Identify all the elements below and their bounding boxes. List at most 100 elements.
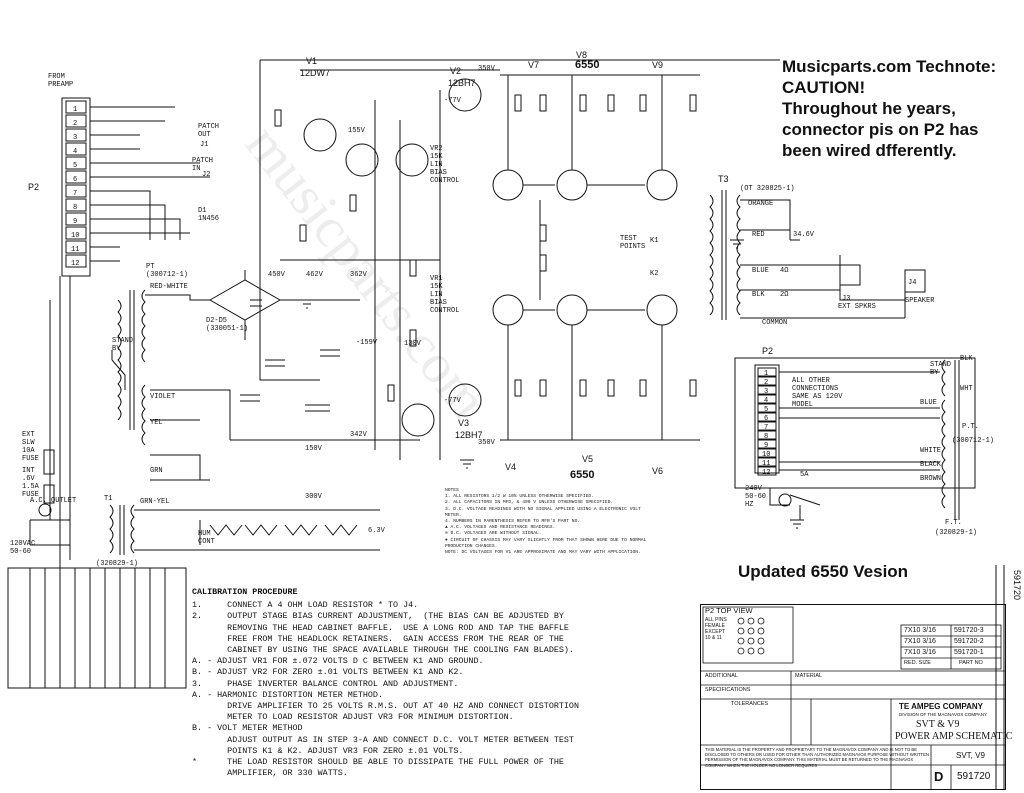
calibration-line: CABINET BY USING THE SPACE AVAILABLE THR…: [192, 645, 574, 656]
part-no-header: PART NO: [959, 660, 983, 666]
part-row-2: 591720-2: [954, 638, 984, 645]
v1-name: V1: [306, 56, 317, 66]
svg-text:9: 9: [73, 218, 77, 226]
svg-text:J1: J1: [200, 141, 208, 149]
t3-label: T3: [718, 174, 729, 184]
tolerances-label: TOLERANCES: [731, 701, 769, 707]
svg-text:10: 10: [71, 232, 79, 240]
p2-pin-boxes: [65, 100, 87, 268]
v1-tube-symbol: [303, 118, 337, 152]
svg-text:10: 10: [762, 451, 770, 459]
calibration-line: AMPLIFIER, OR 330 WATTS.: [192, 768, 348, 779]
wire-blue: BLUE: [752, 267, 769, 275]
calibration-procedure: CALIBRATION PROCEDURE 1. CONNECT A 4 OHM…: [192, 587, 712, 779]
j4-label: J4: [908, 279, 916, 287]
title-block: P2 TOP VIEW ALL PINS FEMALE EXCEPT 10 & …: [700, 604, 1012, 790]
voltage-130: 130V: [404, 340, 422, 348]
standby-switch: [111, 350, 126, 390]
svg-text:4: 4: [73, 148, 77, 156]
wire-grn-yel: GRN-YEL: [140, 498, 169, 506]
svg-text:5: 5: [764, 406, 768, 414]
calibration-line: ADJUST OUTPUT AS IN STEP 3-A AND CONNECT…: [192, 734, 574, 745]
p2-alt-pins: [757, 367, 777, 476]
technote-line-4: connector pis on P2 has: [782, 120, 979, 139]
calibration-line: 3. PHASE INVERTER BALANCE CONTROL AND AD…: [192, 678, 459, 689]
v2-type: 12BH7: [448, 78, 476, 88]
bottom-bank-type: 6550: [570, 469, 594, 481]
svg-text:11: 11: [762, 460, 770, 468]
technote-line-5: been wired dfferently.: [782, 141, 957, 160]
v4-label: V4: [505, 462, 516, 472]
technote-caution: Musicparts.com Technote: CAUTION! Throug…: [782, 56, 1022, 161]
k1-label: K1: [650, 237, 658, 245]
calibration-line: METER TO LOAD RESISTOR ADJUST VR3 FOR MI…: [192, 712, 514, 723]
voltage-155: 155V: [348, 127, 366, 135]
p2-alt-fuse: 5A: [800, 471, 809, 479]
svg-text:11: 11: [71, 246, 79, 254]
speaker-label: SPEAKER: [905, 297, 935, 305]
specifications-label: SPECIFICATIONS: [705, 687, 751, 693]
svg-text:J2: J2: [202, 171, 210, 179]
calibration-line: REMOVING THE HEAD CABINET BAFFLE. USE A …: [192, 622, 569, 633]
svg-text:4: 4: [764, 397, 768, 405]
svg-text:2: 2: [764, 379, 768, 387]
voltage-346: 34.6V: [793, 231, 815, 239]
note-line: 4. NUMBERS IN PARENTHESIS REFER TO MFR'S…: [445, 519, 581, 525]
voltage-350-bot: 350V: [478, 439, 496, 447]
svg-text:1: 1: [73, 106, 77, 114]
p2-alt-ft: F.T.: [945, 519, 962, 527]
v3-tube-symbol: [448, 383, 482, 417]
calibration-line: 1. CONNECT A 4 OHM LOAD RESISTOR * TO J4…: [192, 600, 419, 611]
wire-common: COMMON: [762, 319, 787, 327]
p2-alt-pt-part: (300712-1): [952, 437, 994, 445]
svg-text:6: 6: [73, 176, 77, 184]
tap-2ohm: 2Ω: [780, 291, 788, 299]
notes-title: NOTES: [445, 488, 459, 493]
voltage-350-top: 350V: [478, 65, 496, 73]
p2-alt-wht: WHT: [960, 385, 973, 393]
patch-in-label: PATCH: [192, 157, 213, 165]
heater-string: [209, 524, 358, 536]
part-row-1: 591720-1: [954, 649, 984, 656]
calibration-line: A. - HARMONIC DISTORTION METER METHOD.: [192, 689, 383, 700]
p2-alt-ft-part: (320829-1): [935, 529, 977, 537]
svg-text:3: 3: [73, 134, 77, 142]
drawing-title-2: POWER AMP SCHEMATIC: [895, 731, 1013, 742]
t3-part: (OT 320825-1): [740, 185, 795, 193]
p2-alt-frame: [734, 357, 976, 489]
filter-capacitors: [240, 299, 340, 412]
note-line: ● CIRCUIT OF CHASSIS MAY VARY SLIGHTLY F…: [445, 537, 647, 543]
v3-type: 12BH7: [455, 430, 483, 440]
calibration-line: FREE FROM THE HEADLOCK RETAINERS. GAIN A…: [192, 633, 564, 644]
voltage-150: 150V: [305, 445, 323, 453]
ext-spkrs-label: EXT SPKRS: [838, 303, 876, 311]
drawing-number: 591720: [957, 771, 991, 782]
v6-label: V6: [652, 466, 663, 476]
svg-text:8: 8: [73, 204, 77, 212]
t1-label: T1: [104, 495, 112, 503]
model-label: SVT, V9: [956, 751, 985, 760]
voltage-342: 342V: [350, 431, 368, 439]
voltage-300: 300V: [305, 493, 323, 501]
note-line: 2. ALL CAPACITORS IN MFD, & 400 V UNLESS…: [445, 500, 614, 506]
size-row-1: 7X10 3/16: [904, 649, 936, 656]
voltage-462: 462V: [306, 271, 324, 279]
calibration-line: DRIVE AMPLIFIER TO 25 VOLTS R.M.S. OUT A…: [192, 701, 579, 712]
p2-alt-blk: BLK: [960, 355, 973, 363]
svg-text:8: 8: [764, 433, 768, 441]
v3-name: V3: [458, 418, 469, 428]
resistor-banks: [274, 94, 697, 402]
svg-text:12: 12: [71, 260, 79, 268]
material-label: MATERIAL: [795, 673, 823, 679]
p2-alt-black: BLACK: [920, 461, 942, 469]
side-drawing-number: 591720: [1012, 570, 1022, 601]
wire-yel: YEL: [150, 419, 163, 427]
calibration-line: B. - ADJUST VR2 FOR ZERO ±.01 VOLTS BETW…: [192, 667, 464, 678]
tap-4ohm: 4Ω: [780, 267, 788, 275]
calibration-line: 2. OUTPUT STAGE BIAS CURRENT ADJUSTMENT,…: [192, 611, 564, 622]
svg-text:7: 7: [764, 424, 768, 432]
